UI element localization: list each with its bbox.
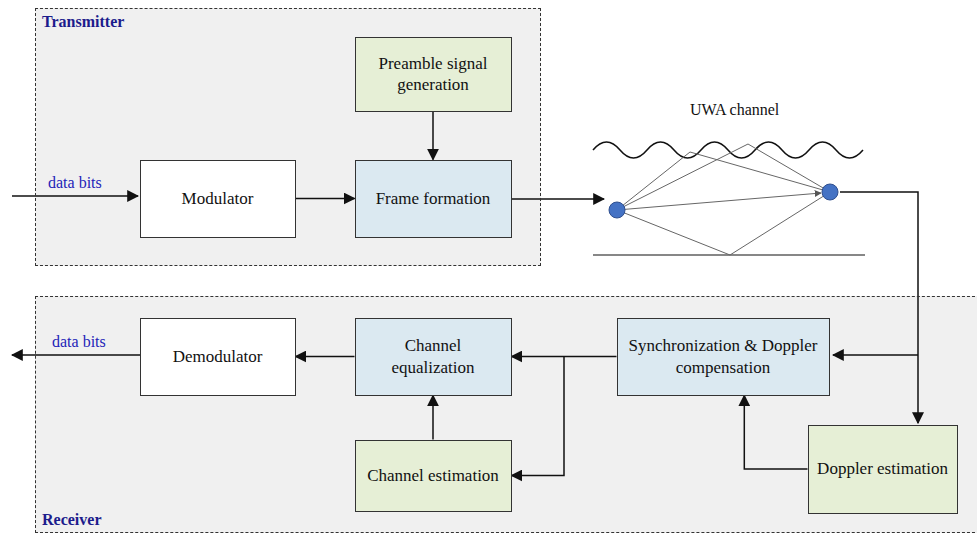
transmitter-node <box>609 202 625 218</box>
sea-surface <box>593 142 863 158</box>
receiver-region: Receiver Demodulator Channel equalization S… <box>35 296 977 533</box>
multipath-rays <box>617 144 830 255</box>
channel-output-line <box>840 192 918 423</box>
region-heading: Receiver <box>42 510 102 530</box>
process-box: Demodulator <box>140 318 296 396</box>
connector-arrow <box>296 356 355 358</box>
box-label: Channel equalization <box>364 335 503 378</box>
box-label: Frame formation <box>376 188 491 209</box>
connector-arrow <box>296 198 355 200</box>
box-label: Synchronization & Doppler compensation <box>626 335 821 378</box>
region-heading: Transmitter <box>42 12 124 32</box>
channel-input-arrow <box>512 198 604 200</box>
transmitter-region: TransmitterPreamble signal generationMod… <box>35 8 541 266</box>
channel-label: UWA channel <box>690 101 779 119</box>
connector-arrow <box>744 396 807 470</box>
box-label: Preamble signal generation <box>364 53 503 96</box>
signal-label: data bits <box>48 174 102 192</box>
process-box: Channel estimation <box>355 440 512 512</box>
box-label: Channel estimation <box>367 465 499 486</box>
connector-arrow <box>512 357 565 476</box>
box-label: Modulator <box>182 188 254 209</box>
process-box: Channel equalization <box>355 318 512 396</box>
region-ground <box>35 296 977 533</box>
output-arrow <box>12 354 140 356</box>
input-arrow <box>12 195 138 197</box>
process-box: Doppler estimation <box>808 425 958 514</box>
signal-label: data bits <box>52 333 106 351</box>
process-box: Frame formation <box>355 160 512 238</box>
process-box: Synchronization & Doppler compensation <box>617 318 830 396</box>
connector-arrow <box>432 112 434 160</box>
process-box: Modulator <box>140 160 296 238</box>
channel-output-branch <box>833 354 918 356</box>
box-label: Doppler estimation <box>817 458 948 479</box>
box-label: Demodulator <box>173 346 263 367</box>
region-ground <box>35 8 541 266</box>
process-box: Preamble signal generation <box>355 37 512 112</box>
connector-arrow <box>432 396 434 440</box>
receiver-node <box>822 184 838 200</box>
